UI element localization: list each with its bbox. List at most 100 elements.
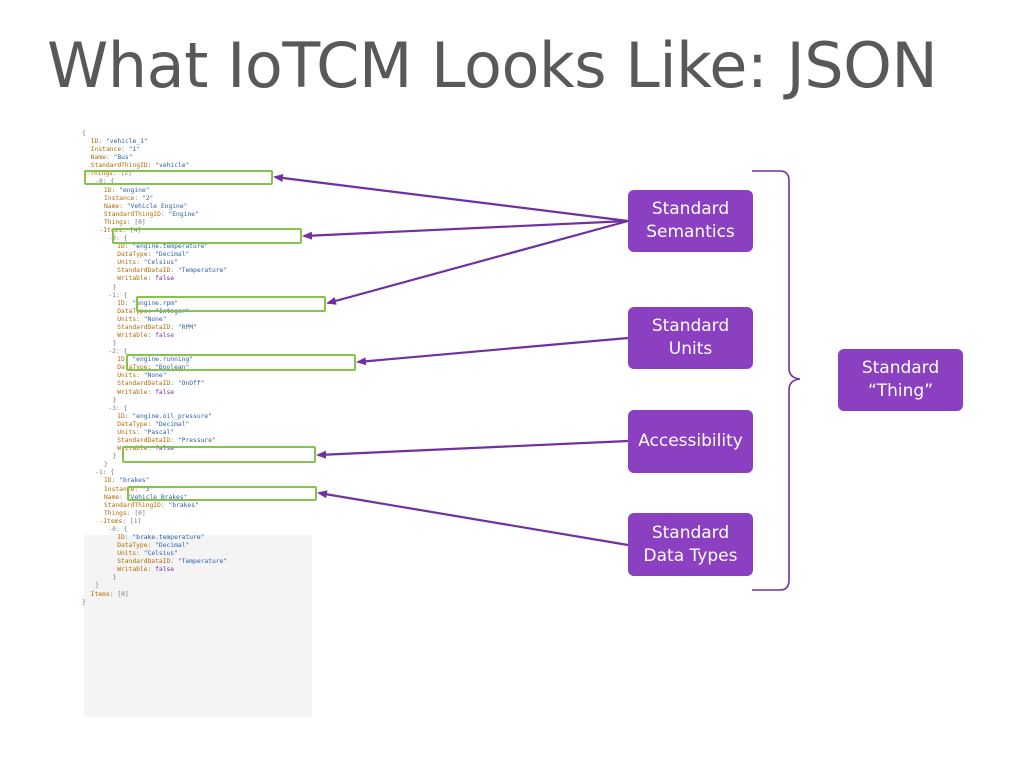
- code-token: "engine.running": [132, 356, 194, 364]
- code-token: :: [119, 202, 127, 210]
- arrow-semantics-to-data-id: [326, 219, 629, 305]
- callout-datatypes-line2: Data Types: [643, 545, 738, 566]
- code-token: DataType: [117, 542, 148, 550]
- arrow-datatypes: [317, 490, 629, 547]
- code-token: :: [170, 380, 178, 388]
- code-token: }: [104, 461, 108, 469]
- code-token: "Vehicle Engine": [126, 202, 188, 210]
- code-token: StandardDataID: [117, 267, 171, 275]
- code-token: }: [112, 396, 117, 404]
- code-line: Writable: false: [117, 275, 174, 283]
- code-line: }: [113, 284, 117, 292]
- code-token: -3: {: [108, 404, 128, 412]
- code-line: Instance: "2": [104, 195, 153, 203]
- code-line: DataType: "Decimal": [117, 251, 189, 259]
- callout-standard-thing: Standard“Thing”: [838, 349, 963, 411]
- highlight-datatype: [127, 486, 317, 501]
- code-token: :: [119, 493, 127, 501]
- code-line: ID: "engine.temperature": [117, 243, 208, 251]
- code-token: ID: [117, 534, 125, 541]
- code-token: :: [170, 267, 178, 275]
- code-token: "Temperature": [177, 558, 228, 566]
- code-line: ID: "engine": [104, 187, 150, 195]
- code-token: "Pascal": [143, 428, 175, 436]
- code-token: :: [147, 566, 156, 574]
- code-token: Things: [104, 509, 127, 517]
- code-token: }: [112, 283, 117, 291]
- code-token: -Items: [99, 226, 123, 234]
- code-line: ID: "brake.temperature": [117, 534, 204, 542]
- code-line: -0: {: [95, 178, 114, 186]
- code-token: :: [134, 485, 142, 493]
- code-token: ID: [117, 299, 125, 307]
- arrow-units: [356, 336, 629, 366]
- code-line: DataType: "Decimal": [117, 421, 189, 429]
- code-token: "Boolean": [155, 364, 190, 372]
- code-token: Name: [104, 202, 120, 210]
- code-token: -0: {: [108, 525, 128, 533]
- code-token: }: [112, 574, 117, 582]
- callout-datatypes-line1: Standard: [651, 522, 730, 543]
- arrow-accessibility: [316, 439, 629, 459]
- code-token: Units: [117, 550, 137, 558]
- code-token: Writable: [117, 332, 148, 339]
- slide-title: What IoTCM Looks Like: JSON: [47, 29, 938, 102]
- code-token: "Pressure": [177, 437, 216, 445]
- code-token: "1": [128, 146, 141, 154]
- code-token: "OnOff": [177, 380, 205, 388]
- code-line: -0: {: [108, 526, 127, 534]
- highlight-standard-thing-id: [84, 170, 273, 185]
- code-token: Units: [117, 315, 137, 323]
- code-line: }: [113, 453, 117, 461]
- json-code-panel: {ID: "vehicle_1"Instance: "1"Name: "Bus"…: [82, 130, 312, 720]
- code-line: Name: "Bus": [91, 154, 133, 162]
- code-token: : [0]: [109, 590, 129, 598]
- code-token: Instance: [104, 194, 135, 202]
- code-token: "Celsius": [143, 259, 178, 267]
- code-line: ID: "engine.rpm": [117, 300, 178, 308]
- code-token: Things: [104, 218, 127, 226]
- code-token: Writable: [117, 566, 148, 574]
- code-token: :: [136, 550, 144, 558]
- code-token: "Celsius": [143, 550, 178, 558]
- code-line: -1: {: [108, 292, 127, 300]
- code-line: }: [113, 340, 117, 348]
- code-token: "vehicle": [155, 162, 190, 170]
- code-line: -Things: [2]: [86, 170, 132, 178]
- code-token: }: [82, 598, 86, 606]
- code-line: Writable: false: [117, 566, 174, 574]
- code-line: StandardDataID: "OnOff": [117, 380, 204, 388]
- code-line: DataType: "Decimal": [117, 542, 189, 550]
- code-token: "engine": [119, 186, 150, 194]
- code-line: -Items: [1]: [100, 518, 142, 526]
- code-token: ID: [117, 412, 125, 420]
- code-token: :: [136, 259, 144, 267]
- code-line: DataType: "Boolean": [117, 364, 189, 372]
- code-line: -0: {: [108, 235, 127, 243]
- code-line: StandardThingID: "vehicle": [91, 162, 190, 170]
- code-line: StandardDataID: "Temperature": [117, 267, 227, 275]
- code-token: "None": [143, 315, 167, 323]
- code-token: -Things: [86, 170, 113, 178]
- code-token: ID: [104, 477, 112, 485]
- code-token: StandardThingID: [104, 210, 161, 218]
- code-token: DataType: [117, 307, 148, 315]
- code-token: :: [136, 428, 144, 436]
- code-token: "brakes": [168, 501, 199, 509]
- code-line: -Items: [4]: [100, 227, 142, 235]
- highlight-engine-standard-thing-id: [112, 228, 302, 244]
- code-token: Name: [90, 154, 106, 162]
- code-token: "Decimal": [155, 542, 190, 550]
- arrow-semantics-to-engine-id: [302, 219, 629, 240]
- callout-thing-line1: Standard: [861, 358, 940, 378]
- code-token: :: [124, 299, 133, 307]
- code-token: "Vehicle Brakes": [126, 493, 188, 501]
- code-line: StandardDataID: "Temperature": [117, 558, 227, 566]
- code-line: Instance: "3": [104, 486, 153, 494]
- code-line: Writable: false: [117, 445, 174, 453]
- code-token: "Decimal": [155, 251, 190, 259]
- code-token: ID: [90, 138, 99, 146]
